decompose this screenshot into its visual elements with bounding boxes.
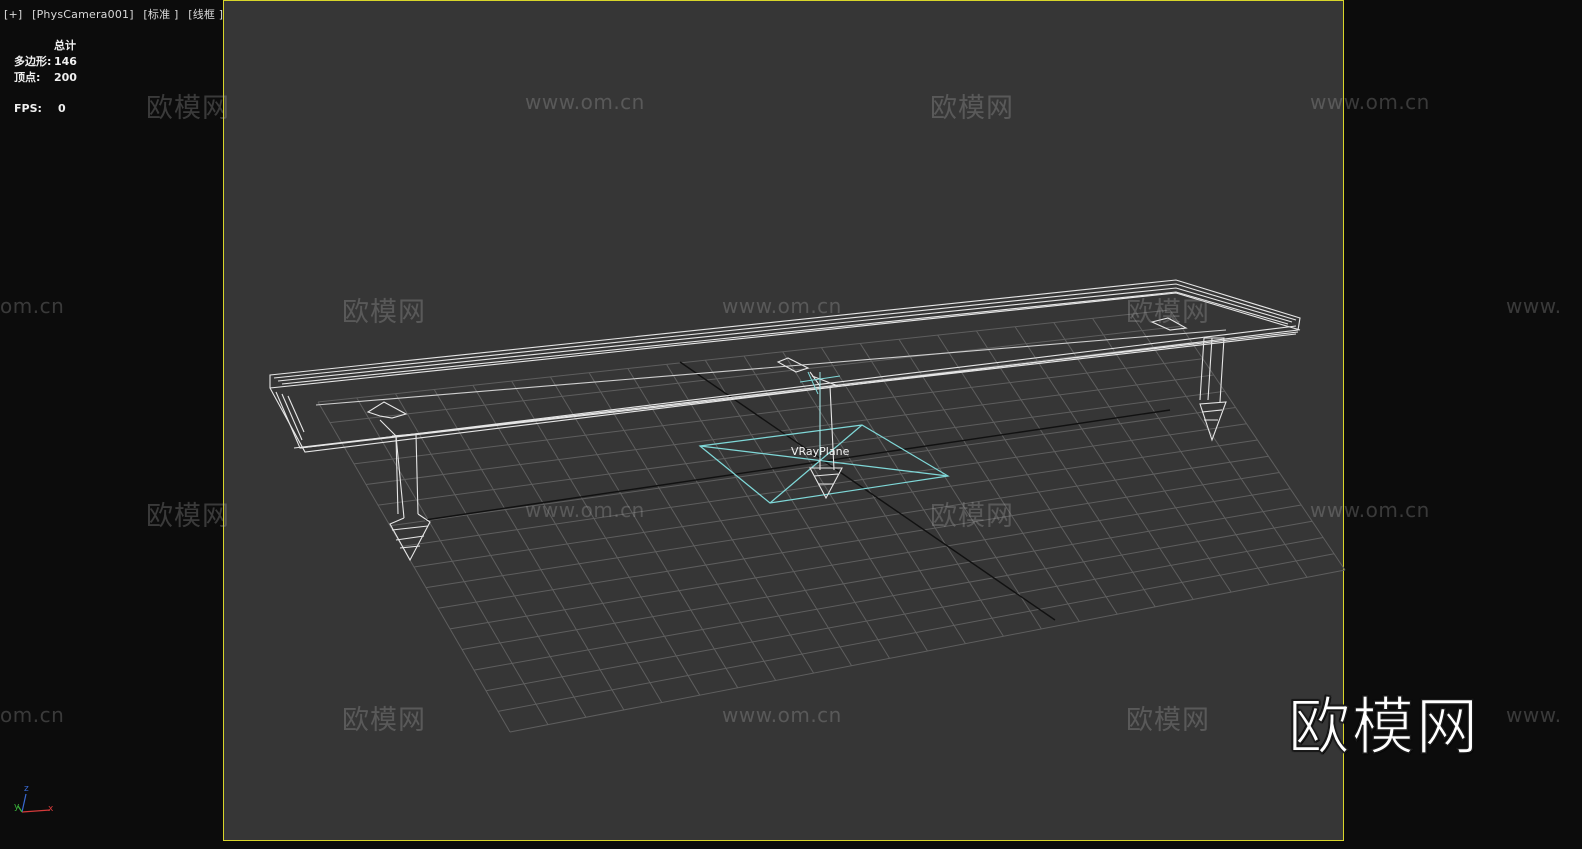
vrayplane-label: VRayPlane [791, 445, 850, 458]
viewport-menu-plus[interactable]: [+] [4, 8, 23, 21]
fps-value: 0 [58, 102, 66, 115]
polygons-value: 146 [54, 55, 77, 68]
watermark-logo: 欧模网 [146, 93, 230, 124]
watermark-url: www.om.cn [722, 703, 842, 727]
watermark-url: www. [1506, 703, 1562, 727]
watermark-logo: 欧模网 [930, 93, 1014, 124]
watermark-logo: 欧模网 [930, 501, 1014, 532]
viewport-shading-menu[interactable]: [标准 ] [143, 8, 179, 21]
brand-logo-watermark: 欧模网 [1287, 689, 1481, 764]
axis-tripod-icon [17, 793, 51, 813]
fps-label: FPS: [14, 102, 42, 115]
axis-x-label: x [48, 804, 54, 814]
watermark-url: www.om.cn [722, 294, 842, 318]
watermark-logo: 欧模网 [342, 297, 426, 328]
vertices-label: 顶点: [14, 71, 41, 84]
watermark-url: www.om.cn [525, 90, 645, 114]
statistics-overlay: 总计 多边形: 146 顶点: 200 FPS: 0 [14, 38, 98, 117]
watermark-url: om.cn [0, 294, 65, 318]
viewport-camera-menu[interactable]: [PhysCamera001] [32, 8, 134, 21]
watermark-url: om.cn [0, 703, 65, 727]
watermark-logo: 欧模网 [342, 705, 426, 736]
stats-header: 总计 [54, 39, 76, 52]
watermark-url: www.om.cn [1310, 498, 1430, 522]
watermark-url: www.om.cn [1310, 90, 1430, 114]
watermark-logo: 欧模网 [1126, 705, 1210, 736]
watermark-url: www.om.cn [525, 498, 645, 522]
polygons-label: 多边形: [14, 55, 52, 68]
vertices-value: 200 [54, 71, 77, 84]
viewport-label[interactable]: [+] [PhysCamera001] [标准 ] [线框 ] [4, 6, 229, 22]
axis-tripod-gizmo: x y z [10, 784, 60, 824]
watermark-logo: 欧模网 [1126, 297, 1210, 328]
watermark-logo: 欧模网 [146, 501, 230, 532]
watermark-url: www. [1506, 294, 1562, 318]
axis-y-label: y [14, 802, 20, 812]
axis-z-label: z [24, 784, 29, 794]
viewport-display-mode-menu[interactable]: [线框 ] [188, 8, 224, 21]
